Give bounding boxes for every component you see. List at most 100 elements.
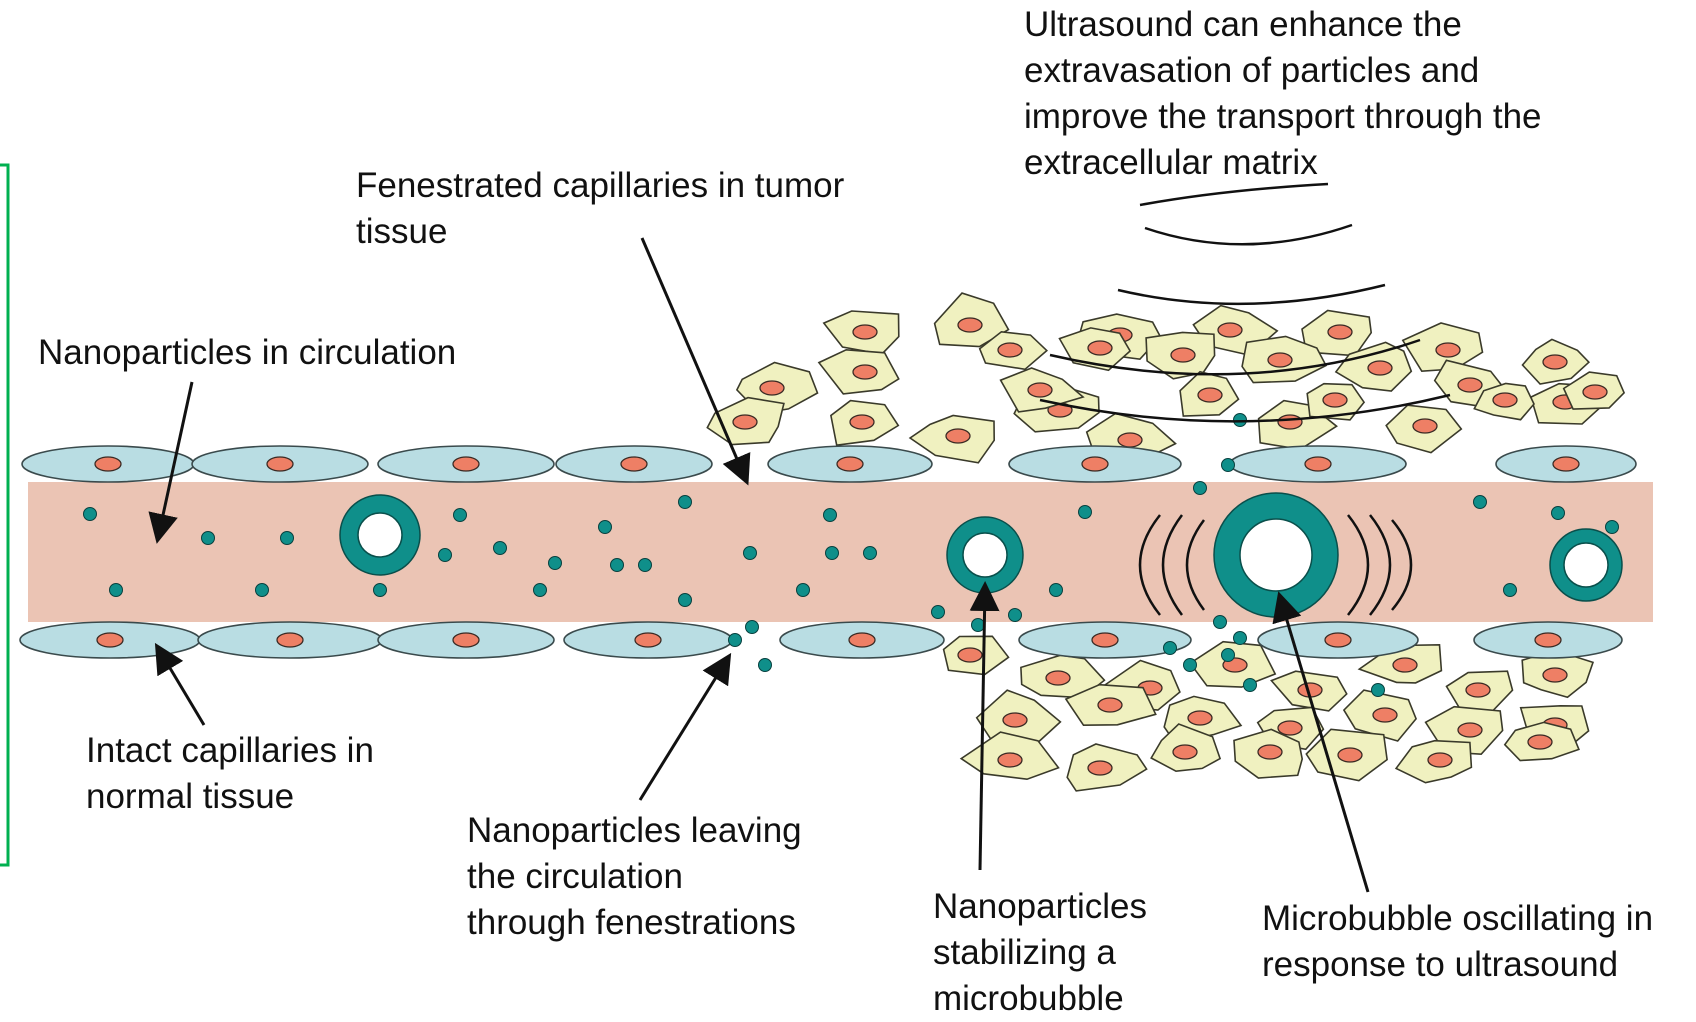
microbubble-core bbox=[1564, 543, 1608, 587]
cell-nucleus bbox=[853, 365, 877, 379]
cell-nucleus bbox=[1373, 708, 1397, 722]
endothelium-bottom bbox=[20, 622, 1622, 658]
nanoparticle bbox=[1214, 616, 1227, 629]
cell-nucleus bbox=[1088, 341, 1112, 355]
nanoparticle bbox=[281, 532, 294, 545]
cell-nucleus bbox=[1258, 745, 1282, 759]
selection-frame bbox=[0, 165, 8, 865]
cell-nucleus bbox=[267, 457, 293, 471]
cell-nucleus bbox=[1328, 325, 1352, 339]
nanoparticle bbox=[1184, 659, 1197, 672]
nanoparticle bbox=[454, 509, 467, 522]
nanoparticle bbox=[1372, 684, 1385, 697]
nanoparticle bbox=[679, 594, 692, 607]
label-fenestrated-capillaries: Fenestrated capillaries in tumor tissue bbox=[356, 163, 844, 255]
nanoparticle bbox=[1504, 584, 1517, 597]
nanoparticle bbox=[534, 584, 547, 597]
nanoparticle bbox=[1079, 506, 1092, 519]
cell-nucleus bbox=[853, 325, 877, 339]
cell-nucleus bbox=[1458, 723, 1482, 737]
nanoparticle bbox=[110, 584, 123, 597]
nanoparticle bbox=[1222, 459, 1235, 472]
label-ultrasound: Ultrasound can enhance the extravasation… bbox=[1024, 2, 1542, 186]
nanoparticle bbox=[1244, 679, 1257, 692]
cell-nucleus bbox=[733, 415, 757, 429]
cell-nucleus bbox=[849, 633, 875, 647]
nanoparticle bbox=[824, 509, 837, 522]
cell-nucleus bbox=[958, 648, 982, 662]
cell-nucleus bbox=[850, 415, 874, 429]
cell-nucleus bbox=[1173, 745, 1197, 759]
ultrasound-wave bbox=[1140, 184, 1328, 205]
cell-nucleus bbox=[1305, 457, 1331, 471]
cell-nucleus bbox=[1118, 433, 1142, 447]
cell-nucleus bbox=[998, 343, 1022, 357]
endothelium-top bbox=[22, 446, 1636, 482]
microbubble-core bbox=[1240, 519, 1312, 591]
nanoparticle bbox=[932, 606, 945, 619]
nanoparticle bbox=[744, 547, 757, 560]
nanoparticle bbox=[374, 584, 387, 597]
nanoparticle bbox=[1009, 609, 1022, 622]
cell-nucleus bbox=[1092, 633, 1118, 647]
nanoparticle bbox=[679, 496, 692, 509]
cell-nucleus bbox=[1278, 415, 1302, 429]
cell-nucleus bbox=[1535, 633, 1561, 647]
cell-nucleus bbox=[635, 633, 661, 647]
ultrasound-wave bbox=[1145, 225, 1352, 244]
cell-nucleus bbox=[1046, 671, 1070, 685]
cell-nucleus bbox=[1323, 393, 1347, 407]
cell-nucleus bbox=[1368, 361, 1392, 375]
cell-nucleus bbox=[621, 457, 647, 471]
nanoparticle bbox=[1234, 632, 1247, 645]
nanoparticle bbox=[1474, 496, 1487, 509]
cell-nucleus bbox=[1553, 457, 1579, 471]
nanoparticle bbox=[759, 659, 772, 672]
cell-nucleus bbox=[1268, 353, 1292, 367]
cell-nucleus bbox=[1098, 698, 1122, 712]
nanoparticle bbox=[1222, 649, 1235, 662]
cell-nucleus bbox=[1393, 658, 1417, 672]
label-microbubble-oscillating: Microbubble oscillating in response to u… bbox=[1262, 896, 1653, 988]
cell-nucleus bbox=[1436, 343, 1460, 357]
cell-nucleus bbox=[1003, 713, 1027, 727]
nanoparticle bbox=[611, 559, 624, 572]
cell-nucleus bbox=[1428, 753, 1452, 767]
cell-nucleus bbox=[1082, 457, 1108, 471]
cell-nucleus bbox=[453, 633, 479, 647]
nanoparticle bbox=[1050, 584, 1063, 597]
nanoparticle bbox=[1164, 642, 1177, 655]
cell-nucleus bbox=[1325, 633, 1351, 647]
label-nanoparticles-leaving: Nanoparticles leaving the circulation th… bbox=[467, 808, 802, 946]
cell-nucleus bbox=[97, 633, 123, 647]
cell-nucleus bbox=[1528, 735, 1552, 749]
tumor-tissue-top bbox=[707, 293, 1624, 464]
cell-nucleus bbox=[1218, 323, 1242, 337]
cell-nucleus bbox=[95, 457, 121, 471]
cell-nucleus bbox=[1188, 711, 1212, 725]
cell-nucleus bbox=[1543, 668, 1567, 682]
cell-nucleus bbox=[1338, 748, 1362, 762]
nanoparticle bbox=[639, 559, 652, 572]
nanoparticle bbox=[202, 532, 215, 545]
cell-nucleus bbox=[1543, 355, 1567, 369]
label-arrow bbox=[640, 658, 728, 800]
microbubble-core bbox=[358, 513, 402, 557]
cell-nucleus bbox=[1028, 383, 1052, 397]
cell-nucleus bbox=[1413, 419, 1437, 433]
cell-nucleus bbox=[1466, 683, 1490, 697]
microbubble-core bbox=[963, 533, 1007, 577]
nanoparticle bbox=[729, 634, 742, 647]
label-nanoparticles-stabilizing: Nanoparticles stabilizing a microbubble bbox=[933, 884, 1147, 1022]
cell-nucleus bbox=[1458, 378, 1482, 392]
nanoparticle bbox=[797, 584, 810, 597]
label-intact-capillaries: Intact capillaries in normal tissue bbox=[86, 728, 374, 820]
nanoparticle bbox=[746, 621, 759, 634]
cell-nucleus bbox=[453, 457, 479, 471]
label-arrow bbox=[158, 648, 204, 725]
cell-nucleus bbox=[1171, 348, 1195, 362]
cell-nucleus bbox=[946, 429, 970, 443]
tumor-tissue-bottom bbox=[944, 636, 1593, 791]
nanoparticle bbox=[826, 547, 839, 560]
nanoparticle bbox=[972, 619, 985, 632]
